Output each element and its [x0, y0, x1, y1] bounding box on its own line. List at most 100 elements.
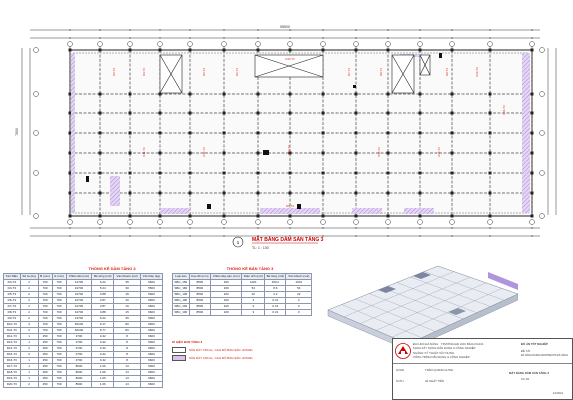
slab-table-title: THỐNG KÊ BẢN TẦNG 3 [226, 266, 274, 271]
role-advisor: GVHD [396, 368, 405, 372]
beam-label: D12-T3 [202, 147, 206, 157]
table-cell: D20-T3 [3, 381, 21, 388]
dimension-side: 7600 [15, 128, 19, 136]
university-logo-icon [395, 343, 411, 359]
table-cell: 13 [113, 381, 141, 388]
beam-label: D8-T3 [379, 68, 383, 76]
legend-label-2: SÀN DÀY 100mm, CAO ĐỘ BẢN SÀN +8.500m [189, 356, 254, 360]
table-cell: 100 [210, 309, 243, 316]
section-number: 1 [237, 240, 240, 245]
dimension-ticks [69, 29, 533, 237]
project-name: ĐÀ NẴNG RIVER APARTMENTS ĐÀ NẴNG [521, 354, 569, 357]
beam-label: D9-T3 [445, 68, 449, 76]
beam-label: D3-T3 [112, 68, 116, 76]
drawing-date: 12/2021 [553, 391, 564, 395]
beam-label: D4-T3 [142, 68, 146, 76]
table-header: Bê tông (m3) [264, 273, 287, 280]
beam-label: D10-T3 [285, 57, 295, 61]
horizontal-beams [70, 93, 532, 194]
beam-label: D5-T3 [202, 68, 206, 76]
table-cell: 1.06 [91, 381, 115, 388]
table-cell: 0.31 [264, 309, 287, 316]
table-header: Số Lượng [19, 273, 39, 280]
table-header: Chiều dài (mm) [65, 273, 93, 280]
table-header: Bê tông (m3) [91, 273, 115, 280]
table-cell: 8600 [65, 381, 93, 388]
drawing-number: KC-03 [521, 377, 529, 381]
floor-plan: D3-T3 D4-T3 D5-T3 D6-T3 D7-T3 D8-T3 D9-T3 D10-T… [15, 25, 557, 250]
table-header: H (mm) [51, 273, 67, 280]
table-header: Ván khuôn (m2) [113, 273, 141, 280]
table-cell: SBC_100 [172, 303, 190, 310]
table-cell: 8500 [188, 309, 212, 316]
table-header: B (mm) [37, 273, 53, 280]
beam-table-title: THỐNG KÊ DẦM TẦNG 3 [88, 266, 136, 271]
faculty: KHOA XÂY DỰNG DÂN DỤNG & CÔNG NGHIỆP [413, 346, 476, 350]
legend-swatch-purple [172, 355, 186, 361]
student-name: LÊ NHẬT TIẾN [425, 379, 444, 383]
table-cell: 3 [241, 309, 266, 316]
beam-label: D6-T3 [235, 68, 239, 76]
table-header: Chiều dày sàn (mm) [210, 273, 243, 280]
beam-label: D10-T3 [475, 67, 479, 77]
table-cell: 6600 [139, 381, 164, 388]
university-2: TRƯỜNG ĐẠI HỌC BÁCH KHOA [441, 342, 484, 346]
table-header: Cao độ (mm) [188, 273, 212, 280]
table-cell: SBC_100 [172, 291, 190, 298]
table-cell: SBC_160 [172, 285, 190, 292]
table-cell: 2 [19, 381, 39, 388]
major: NGÀNH: KỸ THUẬT XÂY DỰNG [413, 351, 455, 355]
plan-scale: TL: 1 : 100 [252, 246, 269, 250]
advisor-name: TRẦN QUANG HƯNG [425, 368, 454, 372]
beam-label: D13-T3 [287, 145, 291, 155]
dimension-lines [21, 29, 557, 237]
beam-label: D15-T3 [437, 147, 441, 157]
table-cell: 3 [285, 309, 312, 316]
columns [68, 48, 534, 218]
beam-label: D16-T3 [502, 105, 506, 115]
table-cell: SBC_100 [172, 309, 190, 316]
core-openings [159, 54, 431, 94]
table-header: Tên Dầm [3, 273, 21, 280]
legend: KÍ HIỆU BẢN TẦNG 3 SÀN DÀY 150mm, CAO ĐỘ… [172, 340, 312, 361]
beam-label: D7-T3 [347, 68, 351, 76]
role-student: SVTH [396, 379, 404, 383]
grid-markers [33, 41, 545, 225]
table-cell: 250 [37, 381, 53, 388]
legend-item-2: SÀN DÀY 100mm, CAO ĐỘ BẢN SÀN +8.500m [172, 355, 312, 361]
plan-title: MẶT BẰNG DẦM SÀN TẦNG 3 [252, 235, 324, 243]
project-label: ĐỀ TÀI: [521, 349, 531, 353]
dimension-total: 55500 [280, 25, 290, 29]
legend-item-1: SÀN DÀY 150mm, CAO ĐỘ BẢN SÀN +8.500m [172, 347, 312, 353]
legend-swatch-white [172, 347, 186, 353]
table-header: Diện tích (m2) [241, 273, 266, 280]
major-2: CÔNG TRÌNH DÂN DỤNG & CÔNG NGHIỆP [413, 355, 470, 359]
university-1: ĐẠI HỌC ĐÀ NẴNG [413, 342, 439, 346]
drawing-title: MẶT BẰNG DẦM SÀN TẦNG 3 [509, 371, 549, 375]
structure-3d-view [327, 265, 518, 351]
legend-label-1: SÀN DÀY 150mm, CAO ĐỘ BẢN SÀN +8.500m [189, 348, 254, 352]
beam-label: D11-T3 [142, 147, 146, 157]
table-cell: 700 [51, 381, 67, 388]
beam-label: D14-T3 [377, 147, 381, 157]
thesis-label: ĐỒ ÁN TỐT NGHIỆP [521, 342, 548, 346]
table-cell: SBC_150 [172, 279, 190, 286]
title-block: ĐẠI HỌC ĐÀ NẴNG TRƯỜNG ĐẠI HỌC BÁCH KHOA… [392, 338, 573, 400]
beam-labels: D3-T3 D4-T3 D5-T3 D6-T3 D7-T3 D8-T3 D9-T3 D10-T… [112, 57, 506, 208]
